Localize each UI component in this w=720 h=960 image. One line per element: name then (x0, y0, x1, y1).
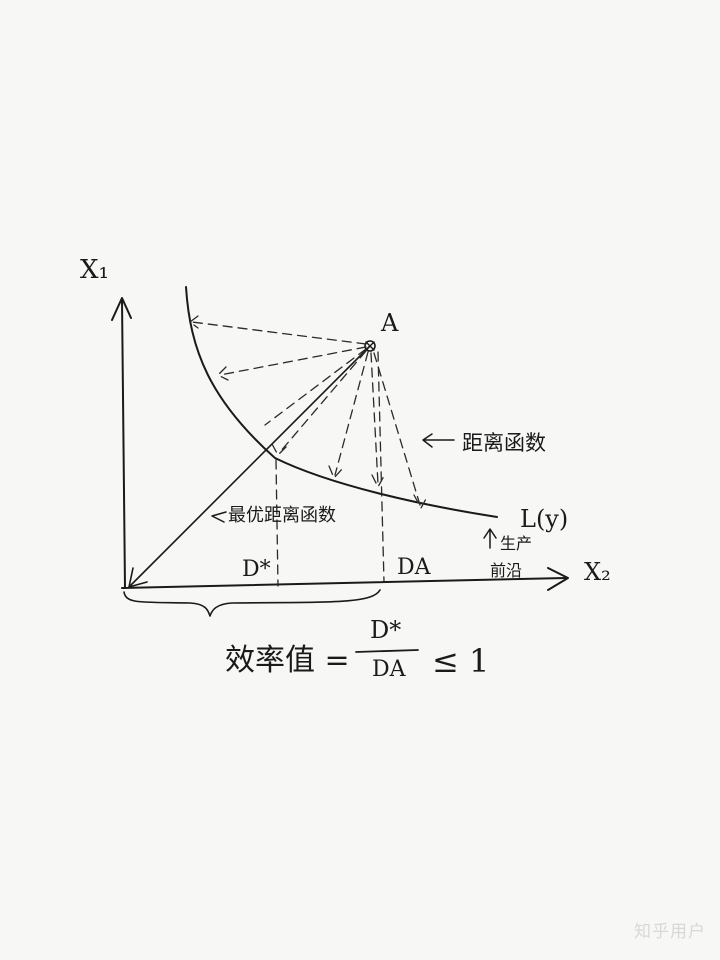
formula-lhs: 效率值 = (225, 643, 350, 678)
d-star-projection (275, 459, 279, 587)
distance-dashed-lines (188, 315, 428, 510)
formula-rhs: ≤ 1 (432, 642, 489, 680)
isoquant-label: L(y) (520, 505, 568, 533)
isoquant-curve (185, 286, 498, 518)
y-axis (111, 297, 132, 589)
ray-line (129, 345, 371, 587)
distance-function-pointer (422, 433, 455, 448)
formula-denominator: DA (372, 657, 407, 682)
frontier-label-line1: 生产 (500, 534, 532, 553)
frontier-label-line2: 前沿 (490, 561, 522, 580)
efficiency-formula: 效率值 = D* DA ≤ 1 (225, 616, 489, 682)
origin-arrowhead (128, 567, 148, 588)
d-star-label: D* (242, 557, 271, 582)
x-axis (121, 567, 569, 591)
optimal-distance-label: 最优距离函数 (228, 505, 336, 526)
fraction-bar (355, 649, 419, 653)
frontier-pointer (483, 528, 497, 549)
y-axis-label: X₁ (80, 255, 109, 285)
x-axis-label: X₂ (584, 558, 611, 586)
distance-function-label: 距离函数 (462, 431, 546, 455)
watermark: 知乎用户 (634, 922, 706, 942)
point-a-label: A (380, 309, 399, 337)
optimal-distance-pointer (211, 511, 227, 523)
formula-numerator: D* (370, 616, 401, 644)
d-a-projection (377, 351, 385, 583)
d-a-label: DA (397, 555, 432, 580)
distance-brace (123, 589, 381, 617)
